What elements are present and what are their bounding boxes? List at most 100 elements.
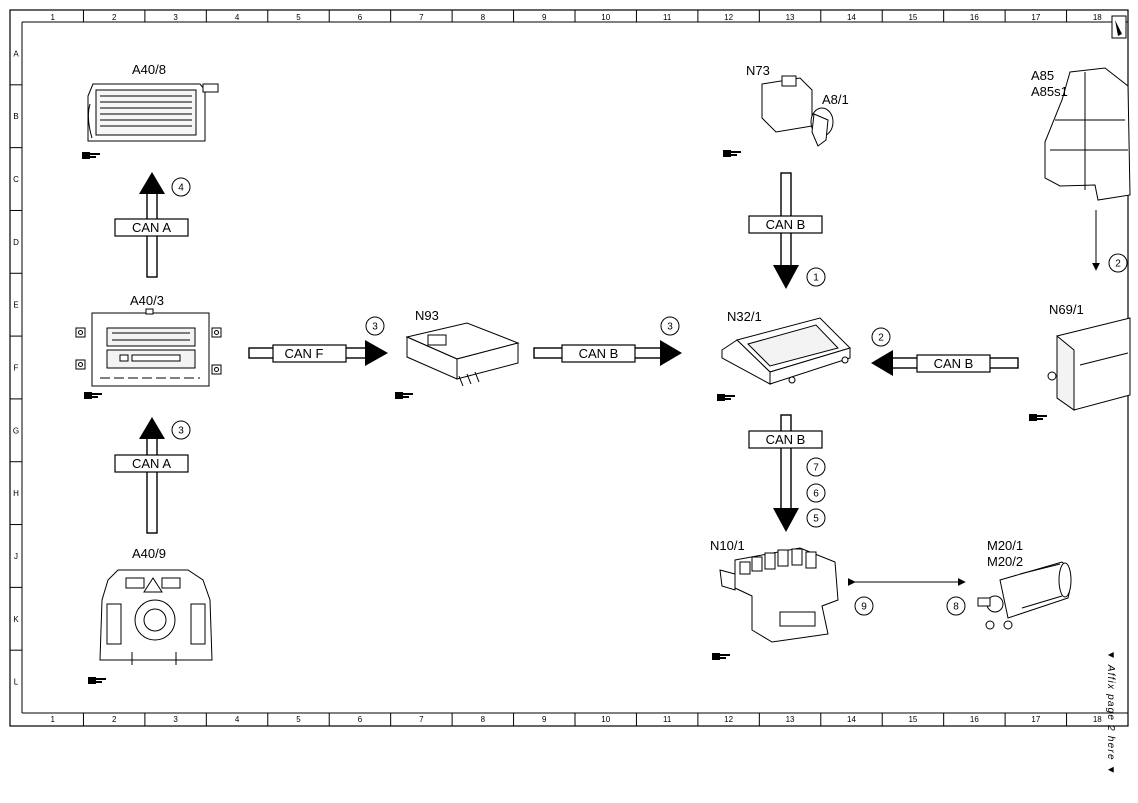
a40-3-unit-drawing [75,308,222,387]
can-b-n93-label: CAN B [579,346,619,361]
grid-col-top-label: 15 [908,13,917,22]
grid-row-label: F [14,364,19,373]
step-marker-number: 6 [813,489,819,500]
step-marker: 5 [806,508,826,528]
grid-row-label: H [13,489,19,498]
grid-col-top-label: 14 [847,13,856,22]
can-b-n10-arrow: CAN B [748,414,823,532]
a40-9-panel-drawing [99,569,213,665]
step-marker: 3 [660,316,680,336]
step-marker: 9 [854,596,874,616]
step-marker-number: 1 [813,273,819,284]
step-marker-number: 8 [953,602,959,613]
grid-col-top-label: 3 [173,13,178,22]
step-marker-number: 4 [178,183,184,194]
grid-col-top-label: 17 [1031,13,1040,22]
grid-col-bottom-label: 4 [235,715,240,724]
reference-hand-icon[interactable] [88,677,106,684]
n32-1-module-drawing [721,317,851,385]
grid-col-bottom-label: 14 [847,715,856,724]
grid-row-label: B [13,112,18,121]
n93-module-drawing [405,322,520,387]
grid-row-label: A [13,49,19,58]
a40-8-display-drawing [87,83,219,142]
grid-col-top-label: 16 [970,13,979,22]
grid-col-bottom-label: 13 [786,715,795,724]
grid-row-label: D [13,238,19,247]
step-marker-number: 3 [372,322,378,333]
grid-col-top-label: 7 [419,13,424,22]
grid-col-top-label: 8 [481,13,486,22]
grid-row-label: G [13,426,19,435]
grid-col-bottom-label: 11 [663,715,672,724]
step-marker: 8 [946,596,966,616]
grid-col-bottom-label: 8 [481,715,486,724]
grid-col-bottom-label: 3 [173,715,178,724]
reference-hand-icon[interactable] [723,150,741,157]
reference-icons [82,150,1047,684]
grid-row-label: K [13,615,19,624]
grid-col-bottom-label: 5 [296,715,301,724]
step-marker-number: 5 [813,514,819,525]
reference-hand-icon[interactable] [717,394,735,401]
grid-col-bottom-label: 7 [419,715,424,724]
can-f-label: CAN F [285,346,324,361]
grid-col-top-label: 4 [235,13,240,22]
reference-hand-icon[interactable] [712,653,730,660]
grid-col-bottom-label: 18 [1093,715,1102,724]
affix-page-note: ▼ Affix page 2 here ▼ [1105,650,1116,776]
grid-col-top-label: 9 [542,13,547,22]
n73-ignition-drawing [761,75,834,147]
can-a-upper-arrow: CAN A [114,172,189,278]
step-marker-number: 7 [813,463,819,474]
can-b-n73-arrow: CAN B [748,172,823,289]
step-marker-number: 3 [667,322,673,333]
grid-col-top-label: 10 [601,13,610,22]
grid-col-bottom-label: 6 [358,715,363,724]
reference-hand-icon[interactable] [1029,414,1047,421]
grid-col-top-label: 5 [296,13,301,22]
n10-1-label: N10/1 [710,538,745,553]
step-marker: 1 [806,267,826,287]
reference-hand-icon[interactable] [82,152,100,159]
a40-3-label: A40/3 [130,293,164,308]
grid-col-bottom-label: 9 [542,715,547,724]
reference-hand-icon[interactable] [84,392,102,399]
m20-2-label: M20/2 [987,554,1023,569]
can-f-arrow: CAN F [248,340,388,366]
grid-row-label: C [13,175,19,184]
grid-row-label: J [14,552,18,561]
grid-col-top-label: 18 [1093,13,1102,22]
can-b-n93-arrow: CAN B [533,340,682,366]
grid-col-bottom-label: 16 [970,715,979,724]
n32-1-label: N32/1 [727,309,762,324]
step-marker: 3 [365,316,385,336]
grid-col-bottom-label: 2 [112,715,117,724]
m20-1-label: M20/1 [987,538,1023,553]
a40-8-label: A40/8 [132,62,166,77]
can-b-n69-arrow: CAN B [871,350,1019,376]
step-marker: 3 [171,420,191,440]
can-b-n10-label: CAN B [766,432,806,447]
step-marker: 2 [871,327,891,347]
step-marker-number: 9 [861,602,867,613]
grid-col-top-label: 1 [50,13,55,22]
grid-col-top-label: 12 [724,13,733,22]
a40-9-label: A40/9 [132,546,166,561]
a8-1-label: A8/1 [822,92,849,107]
step-marker-number: 2 [878,333,884,344]
can-a-lower-arrow: CAN A [114,417,189,534]
grid-col-top-label: 6 [358,13,363,22]
step-marker: 4 [171,177,191,197]
grid-col-bottom-label: 10 [601,715,610,724]
can-a-upper-label: CAN A [132,220,171,235]
a85s1-label: A85s1 [1031,84,1068,99]
reference-hand-icon[interactable] [395,392,413,399]
a85-unit-drawing [1044,67,1131,201]
n69-1-label: N69/1 [1049,302,1084,317]
grid-col-bottom-label: 17 [1031,715,1040,724]
grid-row-label: L [14,678,19,687]
